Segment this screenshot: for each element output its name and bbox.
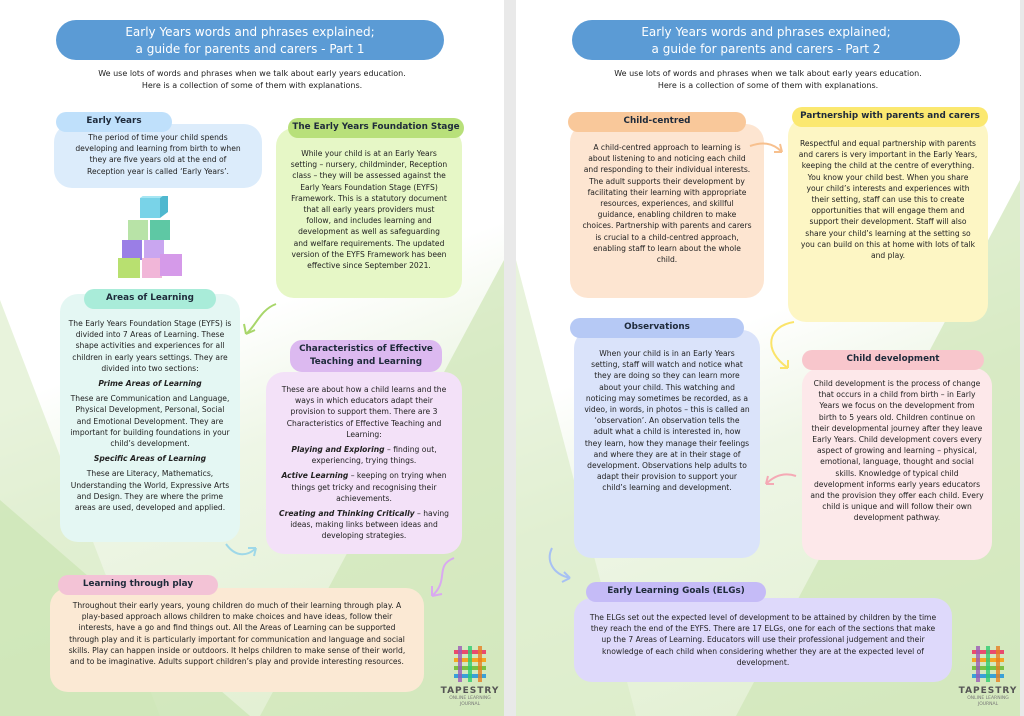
learning-through-play-card: Throughout their early years, young chil… (50, 588, 424, 692)
early-years-label: Early Years (56, 112, 172, 132)
building-blocks-image (118, 196, 182, 278)
characteristics-item-1: Playing and Exploring – finding out, exp… (291, 445, 437, 466)
characteristics-item-3: Creating and Thinking Critically – havin… (279, 509, 449, 541)
logo-subtitle: ONLINE LEARNING JOURNAL (449, 696, 491, 707)
early-years-card: The period of time your child spends dev… (54, 124, 262, 188)
areas-of-learning-label: Areas of Learning (84, 289, 216, 309)
tapestry-logo: TAPESTRY ONLINE LEARNING JOURNAL (440, 646, 500, 708)
observations-label: Observations (570, 318, 744, 338)
eyfs-text: While your child is at an Early Years se… (290, 149, 448, 271)
characteristics-text: These are about how a child learns and t… (281, 385, 447, 439)
play-text: Throughout their early years, young chil… (68, 601, 406, 667)
connector-arrow (225, 543, 257, 557)
connector-arrow (749, 142, 783, 153)
page-part-1: Early Years words and phrases explained;… (0, 0, 504, 716)
prime-areas-heading: Prime Areas of Learning (98, 379, 202, 389)
connector-arrow (548, 547, 571, 583)
elgs-card: The ELGs set out the expected level of d… (574, 598, 952, 682)
intro-text: We use lots of words and phrases when we… (614, 69, 922, 90)
elgs-text: The ELGs set out the expected level of d… (589, 613, 937, 667)
tapestry-logo-icon (972, 646, 1004, 682)
tapestry-logo-icon (454, 646, 486, 682)
early-years-text: The period of time your child spends dev… (75, 133, 241, 176)
page-title: Early Years words and phrases explained;… (56, 20, 444, 60)
connector-arrow (243, 303, 277, 335)
partnership-text: Respectful and equal partnership with pa… (798, 139, 978, 261)
child-development-text: Child development is the process of chan… (810, 379, 984, 523)
eyfs-card: While your child is at an Early Years se… (276, 128, 462, 298)
page-title: Early Years words and phrases explained;… (572, 20, 960, 60)
tapestry-logo: TAPESTRY ONLINE LEARNING JOURNAL (958, 646, 1018, 708)
eyfs-label: The Early Years Foundation Stage (288, 118, 464, 138)
child-development-label: Child development (802, 350, 984, 370)
child-centred-text: A child-centred approach to learning is … (582, 143, 752, 265)
child-development-card: Child development is the process of chan… (802, 368, 992, 560)
page-part-2: Early Years words and phrases explained;… (516, 0, 1020, 716)
specific-areas-heading: Specific Areas of Learning (93, 454, 207, 464)
learning-through-play-label: Learning through play (58, 575, 218, 595)
specific-areas-text: These are Literacy, Mathematics, Underst… (70, 469, 230, 513)
logo-subtitle: ONLINE LEARNING JOURNAL (967, 696, 1009, 707)
partnership-card: Respectful and equal partnership with pa… (788, 118, 988, 322)
child-centred-card: A child-centred approach to learning is … (570, 124, 764, 298)
prime-areas-text: These are Communication and Language, Ph… (70, 394, 230, 449)
characteristics-item-2: Active Learning – keeping on trying when… (281, 471, 447, 503)
connector-arrow (431, 557, 455, 597)
areas-of-learning-card: The Early Years Foundation Stage (EYFS) … (60, 294, 240, 542)
logo-name: TAPESTRY (440, 686, 500, 696)
logo-name: TAPESTRY (958, 686, 1018, 696)
partnership-label: Partnership with parents and carers (792, 107, 988, 127)
connector-arrow (765, 473, 797, 485)
characteristics-label: Characteristics of Effective Teaching an… (290, 340, 442, 372)
observations-card: When your child is in an Early Years set… (574, 330, 760, 558)
child-centred-label: Child-centred (568, 112, 746, 132)
connector-arrow (770, 321, 795, 369)
intro-text: We use lots of words and phrases when we… (98, 69, 406, 90)
characteristics-card: These are about how a child learns and t… (266, 372, 462, 554)
areas-intro-text: The Early Years Foundation Stage (EYFS) … (68, 319, 232, 373)
observations-text: When your child is in an Early Years set… (584, 349, 750, 493)
elgs-label: Early Learning Goals (ELGs) (586, 582, 766, 602)
